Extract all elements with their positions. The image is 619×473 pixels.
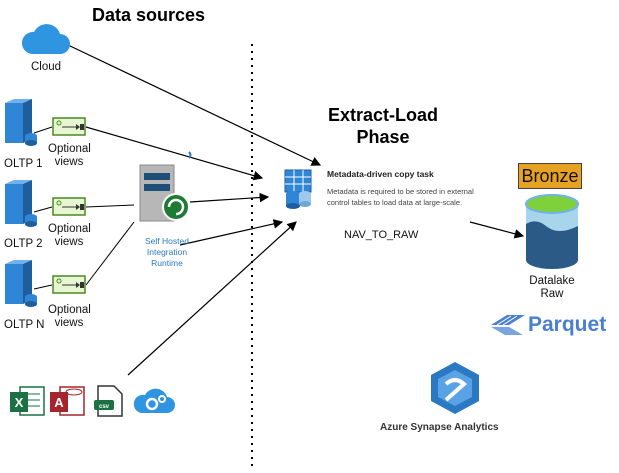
svg-text:X: X — [15, 395, 24, 410]
arrow-cloud-to-task — [67, 44, 322, 166]
cloud-label: Cloud — [31, 61, 62, 73]
cloud-icon — [21, 24, 70, 54]
pipeline-name: NAV_TO_RAW — [344, 229, 419, 241]
database-server-icon — [5, 180, 37, 227]
line-oltp1-views — [33, 126, 53, 134]
arrow-shir-to-task-2 — [179, 219, 284, 246]
azure-synapse-icon — [431, 362, 479, 414]
integration-runtime-icon — [139, 164, 190, 222]
line-oltp2-views — [33, 206, 53, 213]
datalake-label: Datalake Raw — [529, 275, 575, 300]
svg-text:csv: csv — [99, 404, 110, 410]
bronze-tier-badge: Bronze — [518, 163, 582, 189]
optional-views-label-3: Optional views — [48, 304, 91, 329]
arrow-task-to-datalake — [469, 221, 525, 239]
data-sources-title: Data sources — [92, 5, 206, 25]
oltp2-label: OLTP 2 — [4, 238, 43, 250]
access-icon: A — [50, 386, 85, 416]
parquet-label: Parquet — [528, 313, 607, 336]
optional-views-label-2: Optional views — [48, 223, 91, 248]
optional-views-label-1: Optional views — [48, 143, 91, 168]
view-icon — [52, 197, 86, 216]
copy-task-icon — [284, 169, 312, 209]
copy-task-title: Metadata-driven copy task — [327, 169, 434, 179]
view-icon — [52, 275, 86, 294]
extract-load-title: Extract-Load Phase — [327, 105, 439, 147]
oltp1-label: OLTP 1 — [4, 158, 43, 170]
database-server-icon — [5, 260, 37, 307]
arrow-files-to-task — [127, 221, 297, 376]
line-oltp2-shir — [85, 204, 135, 208]
azure-synapse-label: Azure Synapse Analytics — [380, 422, 499, 433]
parquet-logo-icon — [491, 315, 525, 335]
small-curve-mark — [188, 151, 192, 159]
line-oltpn-views — [33, 284, 53, 290]
excel-icon: X — [10, 386, 45, 416]
csv-file-icon: csv — [94, 385, 123, 417]
copy-task-description: Metadata is required to be stored in ext… — [327, 187, 474, 207]
database-server-icon — [5, 99, 37, 146]
view-icon — [52, 117, 86, 136]
svg-text:A: A — [54, 395, 64, 410]
datalake-icon — [525, 194, 579, 269]
oltpn-label: OLTP N — [4, 319, 45, 331]
arrow-shir-to-task-1 — [189, 192, 270, 203]
integration-runtime-label: Self Hosted Integration Runtime — [145, 236, 189, 268]
cloud-services-icon — [133, 388, 175, 413]
arrow-oltp1-to-task — [85, 126, 264, 181]
line-oltpn-shir — [85, 221, 135, 286]
